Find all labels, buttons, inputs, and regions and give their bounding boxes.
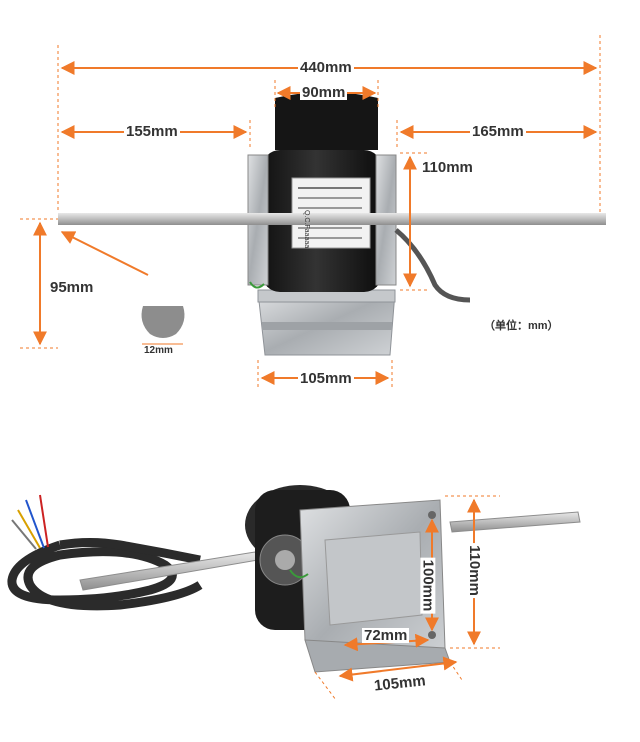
dim-bracket-height-outer: 110mm [465,543,483,598]
dim-bracket-hole-spacing: 72mm [362,627,410,644]
dim-bracket-height-inner: 100mm [419,557,437,614]
motor-label-text: Q.C.Faaaaa [303,210,310,248]
dim-right-shaft: 165mm [470,123,526,140]
dim-base-width: 105mm [298,370,354,387]
dim-shaft-height: 95mm [48,279,96,296]
dim-body-height: 110mm [420,159,475,176]
dim-left-shaft: 155mm [124,123,180,140]
dim-shaft-diameter: 12mm [142,345,175,356]
dim-overall-length: 440mm [298,59,354,76]
bottom-motor-photo [7,485,581,673]
dim-body-width: 90mm [300,84,348,101]
unit-note: （单位：mm） [482,320,561,332]
top-motor-photo [58,92,606,356]
